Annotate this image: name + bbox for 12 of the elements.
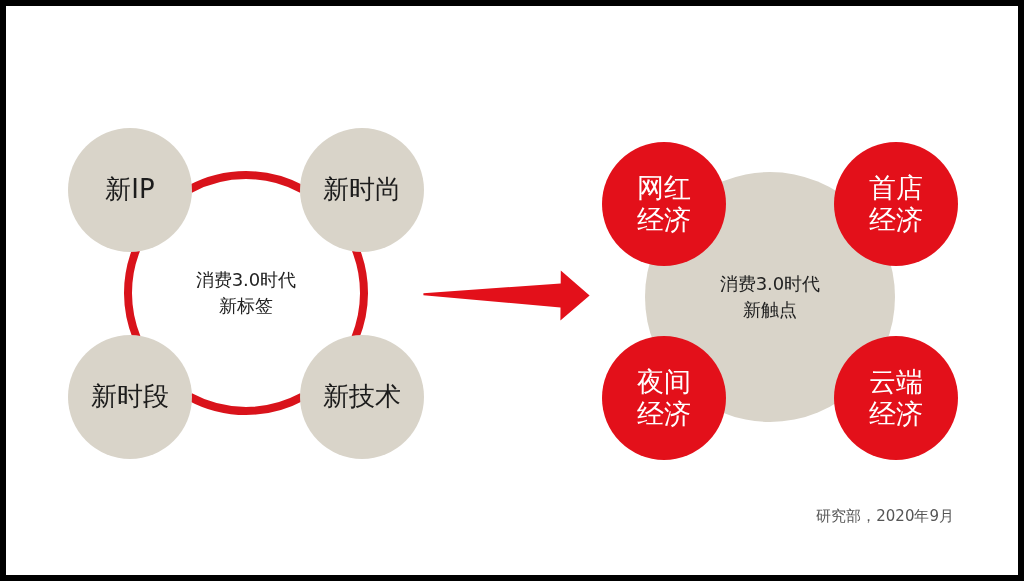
center-label: 消费3.0时代新标签 — [194, 268, 298, 318]
circle-label: 新时尚 — [323, 174, 401, 206]
circle-label: 夜间经济 — [636, 365, 692, 431]
circle-label: 新IP — [105, 174, 155, 206]
circle-label: 首店经济 — [868, 171, 924, 237]
center-label: 消费3.0时代新触点 — [718, 272, 822, 322]
block-arrow — [423, 270, 590, 321]
circle-label: 云端经济 — [868, 365, 924, 431]
source-note: 研究部，2020年9月 — [816, 507, 954, 526]
circle-label: 新时段 — [91, 381, 169, 413]
circle-label: 网红经济 — [636, 171, 692, 237]
circle-label: 新技术 — [323, 381, 401, 413]
